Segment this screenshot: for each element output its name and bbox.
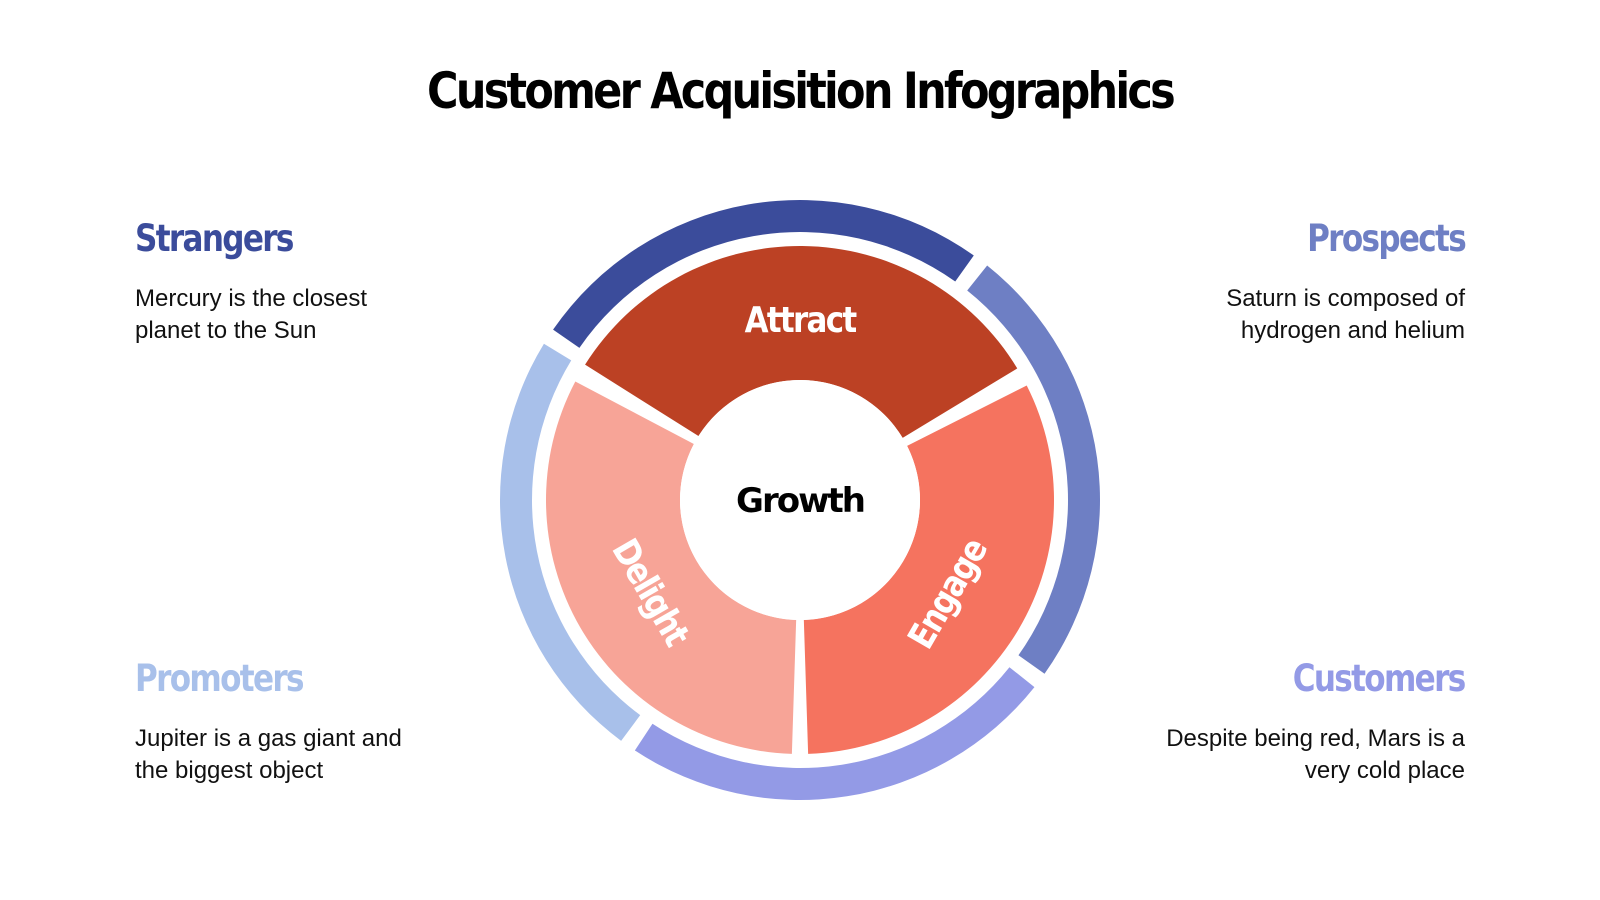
stage-prospects: Prospects Saturn is composed of hydrogen …	[1105, 217, 1467, 347]
segment-attract	[585, 246, 1018, 438]
description-line: Saturn is composed of	[1226, 285, 1465, 312]
stage-customers: Customers Despite being red, Mars is a ve…	[1105, 657, 1466, 787]
stage-description-customers: Despite being red, Mars is a very cold pl…	[1105, 723, 1465, 787]
segment-engage	[803, 385, 1054, 754]
outer-ring	[499, 200, 1100, 800]
stage-heading-customers: Customers	[1293, 657, 1466, 700]
description-line: very cold place	[1304, 757, 1465, 784]
stage-description-prospects: Saturn is composed of hydrogen and helium	[1105, 283, 1465, 347]
hub-circle	[680, 380, 920, 620]
stage-heading-promoters: Promoters	[135, 657, 305, 700]
description-line: the biggest object	[135, 757, 324, 784]
description-line: hydrogen and helium	[1240, 317, 1465, 344]
description-line: planet to the Sun	[135, 317, 317, 344]
segment-delight	[546, 381, 797, 754]
description-line: Mercury is the closest	[135, 285, 368, 312]
stage-promoters: Promoters Jupiter is a gas giant and the …	[135, 657, 495, 787]
outer-arc-prospects	[967, 265, 1100, 674]
description-line: Jupiter is a gas giant and	[135, 725, 402, 752]
hub-label: Growth	[736, 481, 864, 521]
outer-arc-promoters	[499, 343, 641, 741]
stage-description-strangers: Mercury is the closest planet to the Sun	[135, 283, 495, 347]
inner-ring	[546, 246, 1054, 754]
outer-arc-customers	[634, 667, 1035, 800]
description-line: Despite being red, Mars is a	[1166, 725, 1465, 752]
stage-heading-prospects: Prospects	[1307, 217, 1467, 260]
stage-description-promoters: Jupiter is a gas giant and the biggest ob…	[135, 723, 495, 787]
page-title: Customer Acquisition Infographics	[427, 62, 1176, 120]
stage-strangers: Strangers Mercury is the closest planet t…	[135, 217, 495, 347]
stage-heading-strangers: Strangers	[135, 217, 294, 260]
outer-arc-strangers	[553, 200, 974, 348]
segment-label-attract: Attract	[745, 299, 857, 341]
